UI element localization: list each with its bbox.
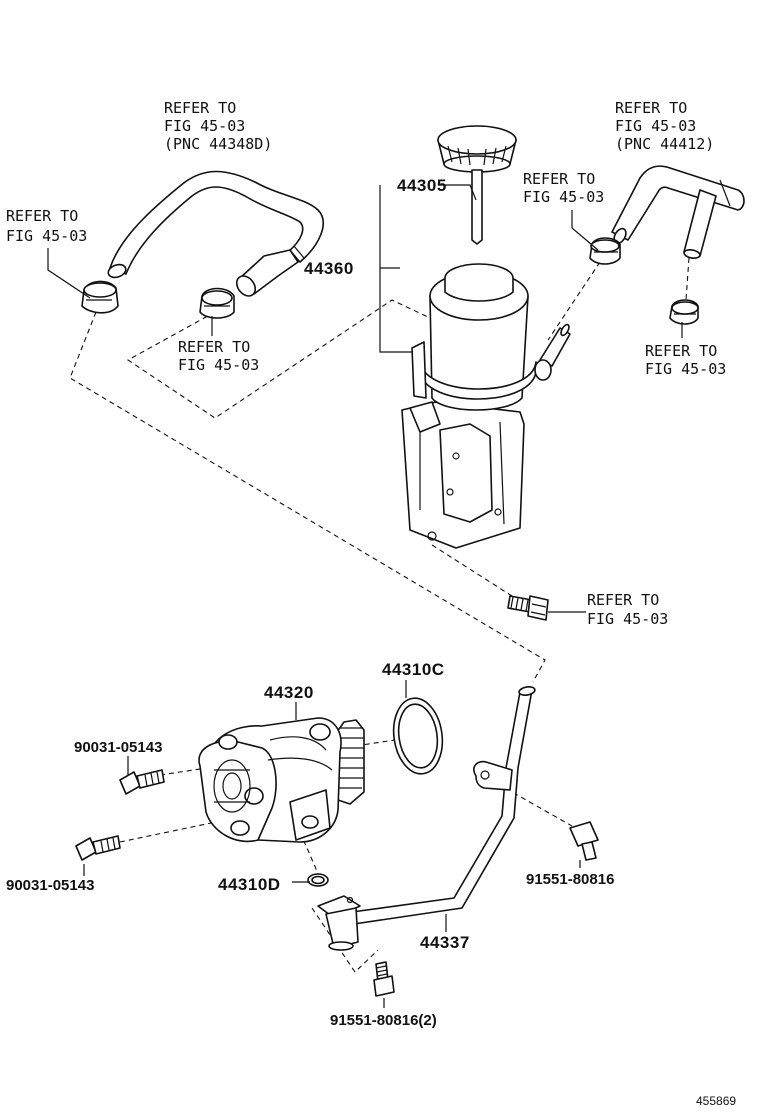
part-number-bolt-pipe-bracket: 91551-80816 <box>526 871 614 888</box>
suction-hose-right[interactable] <box>611 165 745 259</box>
svg-text:REFER TO: REFER TO <box>615 99 687 117</box>
power-steering-pump[interactable] <box>198 717 365 843</box>
pipe-flange-bolt[interactable] <box>373 961 395 997</box>
ref-hose-right: REFER TO FIG 45-03 (PNC 44412) <box>615 99 714 153</box>
part-number-cap: 44305 <box>397 176 447 195</box>
ref-hose-left: REFER TO FIG 45-03 (PNC 44348D) <box>164 99 272 153</box>
reservoir-cap[interactable] <box>437 125 517 245</box>
return-hose-left[interactable] <box>106 170 324 300</box>
ref-bracket-bolt: REFER TO FIG 45-03 <box>587 591 668 628</box>
pump-bolt-lower[interactable] <box>75 835 121 861</box>
o-ring-small[interactable] <box>307 873 329 887</box>
svg-text:REFER TO: REFER TO <box>523 170 595 188</box>
leader-lines <box>47 184 683 1008</box>
svg-text:FIG 45-03: FIG 45-03 <box>523 188 604 206</box>
hose-clamp-center-left[interactable] <box>199 287 235 319</box>
ref-clamp-far-left: REFER TO FIG 45-03 <box>6 207 87 245</box>
svg-text:(PNC 44412): (PNC 44412) <box>615 135 714 153</box>
svg-text:FIG 45-03: FIG 45-03 <box>645 360 726 378</box>
svg-text:REFER TO: REFER TO <box>587 591 659 609</box>
pump-bolt-upper[interactable] <box>119 769 165 795</box>
part-number-oring-large: 44310C <box>382 660 445 679</box>
part-number-bolt-pump-lower: 90031-05143 <box>6 877 94 894</box>
ref-clamp-center-left: REFER TO FIG 45-03 <box>178 338 259 374</box>
svg-text:REFER TO: REFER TO <box>645 342 717 360</box>
svg-text:FIG 45-03: FIG 45-03 <box>164 117 245 135</box>
ref-clamp-far-right: REFER TO FIG 45-03 <box>645 342 726 378</box>
svg-text:FIG 45-03: FIG 45-03 <box>6 227 87 245</box>
pipe-bracket-bolt[interactable] <box>569 821 599 861</box>
reservoir-tank[interactable] <box>401 263 571 549</box>
hose-clamp-far-left[interactable] <box>81 280 119 314</box>
part-number-oring-small: 44310D <box>218 875 281 894</box>
hose-clamp-upper-right[interactable] <box>589 237 621 265</box>
ref-clamp-upper-right: REFER TO FIG 45-03 <box>523 170 604 206</box>
svg-text:(PNC 44348D): (PNC 44348D) <box>164 135 272 153</box>
svg-text:REFER TO: REFER TO <box>164 99 236 117</box>
svg-text:FIG 45-03: FIG 45-03 <box>615 117 696 135</box>
hose-clamp-far-right[interactable] <box>669 299 699 325</box>
o-ring-large[interactable] <box>389 695 447 777</box>
reservoir-bracket-bolt[interactable] <box>507 595 549 621</box>
part-number-pump: 44320 <box>264 683 314 702</box>
part-number-reservoir: 44360 <box>304 259 354 278</box>
part-number-bolt-pump-upper: 90031-05143 <box>74 739 162 756</box>
svg-text:REFER TO: REFER TO <box>6 207 78 225</box>
figure-id: 455869 <box>696 1094 736 1108</box>
pressure-pipe[interactable] <box>317 686 536 951</box>
svg-text:REFER TO: REFER TO <box>178 338 250 356</box>
svg-text:FIG 45-03: FIG 45-03 <box>178 356 259 374</box>
part-number-pipe: 44337 <box>420 933 470 952</box>
svg-text:FIG 45-03: FIG 45-03 <box>587 610 668 628</box>
part-number-bolt-pipe-flange: 91551-80816(2) <box>330 1012 437 1029</box>
